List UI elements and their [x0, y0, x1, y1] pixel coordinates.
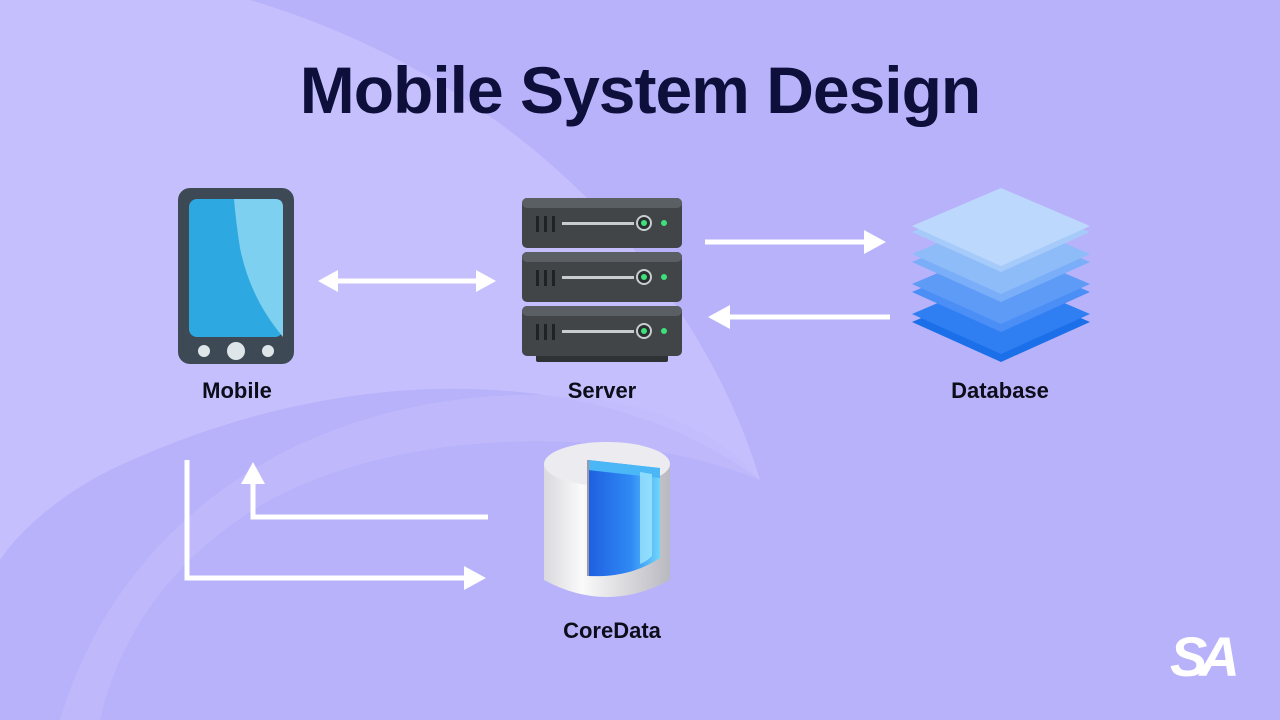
server-rack-icon [522, 198, 682, 362]
sa-logo: SA [1170, 625, 1244, 686]
svg-text:SA: SA [1170, 625, 1236, 686]
background-swoosh-lower [60, 394, 760, 720]
cylinder-storage-icon [544, 442, 670, 597]
arrow-mobile-coredata [184, 460, 486, 590]
node-label-database: Database [951, 378, 1049, 403]
arrow-server-database [705, 230, 886, 254]
arrow-mobile-server [318, 270, 496, 292]
arrow-database-server [708, 305, 890, 329]
node-label-coredata: CoreData [563, 618, 661, 643]
page-title: Mobile System Design [299, 53, 982, 127]
stacked-layers-icon [912, 188, 1090, 362]
node-label-server: Server [567, 378, 637, 403]
smartphone-icon [178, 188, 294, 364]
node-label-mobile: Mobile [202, 378, 272, 403]
arrow-coredata-mobile [241, 462, 488, 520]
